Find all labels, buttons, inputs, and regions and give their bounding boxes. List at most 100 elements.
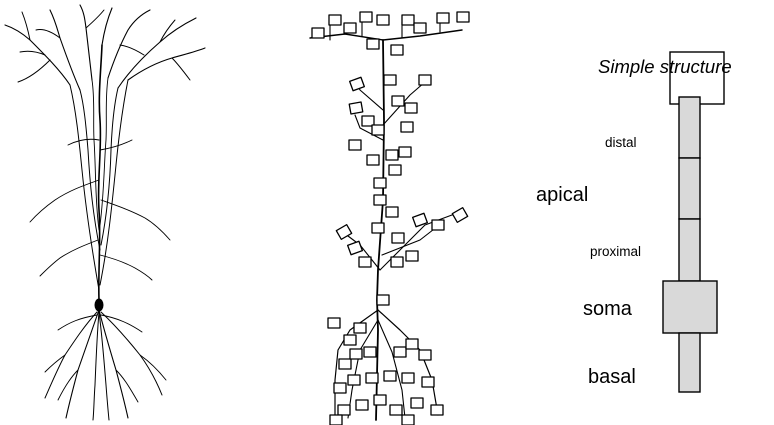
compartment-box (343, 334, 357, 346)
compartment-proximal (678, 218, 701, 282)
compartment-box (358, 256, 372, 268)
compartment-box (451, 207, 469, 223)
compartment-box (401, 372, 415, 384)
compartment-box (333, 382, 347, 394)
apical-branch (99, 77, 109, 226)
compartment-box (383, 74, 397, 86)
compartment-box (456, 11, 470, 23)
compartment-box (348, 101, 364, 115)
compartment-box (383, 370, 397, 382)
compartment-box (349, 348, 363, 360)
basal-dendrite (100, 311, 163, 396)
basal-dendrite (98, 309, 129, 419)
model-top-branch (309, 29, 463, 41)
oblique-branch (67, 138, 100, 146)
compartment-box (373, 177, 387, 189)
apical-branch (100, 87, 119, 246)
compartment-box (430, 404, 444, 416)
compartment-box (327, 317, 341, 329)
tuft-branch (107, 9, 151, 79)
model-mid-branch (379, 211, 461, 271)
tuft-branch (117, 17, 197, 89)
basal-dendrite (57, 314, 98, 331)
label-apical: apical (536, 184, 588, 206)
tuft-branch (35, 29, 61, 39)
compartment-box (385, 149, 399, 161)
compartment-box (347, 374, 361, 386)
basal-dendrite (98, 311, 110, 421)
compartment-box (418, 349, 432, 361)
compartment-box (398, 146, 412, 158)
compartment-basal (678, 332, 701, 393)
oblique-branch (39, 239, 99, 277)
compartment-box (436, 12, 450, 24)
model-mid-branch (381, 225, 439, 256)
compartment-box (401, 14, 415, 26)
compartment-box (349, 76, 365, 92)
simple-structure-schematic: Simple structure distal apical proximal … (536, 51, 732, 393)
compartment-box (359, 11, 373, 23)
simple-structure-title: Simple structure (598, 56, 732, 77)
basal-dendrite (57, 369, 79, 401)
compartment-box (405, 250, 419, 262)
compartment-box (421, 376, 435, 388)
compartmental-model-drawing (309, 11, 470, 425)
tuft-branch (21, 11, 31, 41)
compartment-box (311, 27, 325, 39)
compartment-box (363, 346, 377, 358)
model-oblique-branch (382, 81, 426, 126)
tuft-branch (4, 24, 71, 86)
apical-trunk (97, 44, 103, 301)
apical-branch (69, 84, 100, 291)
compartment-box (366, 38, 380, 50)
compartment-box (371, 222, 385, 234)
compartment-box (376, 294, 390, 306)
compartment-box (391, 232, 405, 244)
compartment-box (353, 322, 367, 334)
tuft-branch (119, 44, 145, 56)
model-trunk (375, 39, 385, 421)
compartment-box (388, 164, 402, 176)
compartment-box (371, 124, 385, 136)
oblique-branch (99, 139, 133, 151)
compartment-box (338, 358, 352, 370)
tuft-branch (85, 9, 105, 29)
compartment-box (348, 139, 362, 151)
simple-structure-tip-box (669, 51, 725, 105)
compartment-box (389, 404, 403, 416)
tuft-branch (159, 19, 176, 43)
basal-dendrite (92, 311, 100, 421)
compartment-box (347, 240, 363, 256)
basal-dendrite (115, 369, 139, 403)
model-basal-branch (377, 309, 439, 416)
compartment-soma (662, 280, 718, 334)
model-basal-branch (347, 319, 379, 419)
oblique-branch (99, 254, 153, 281)
compartment-box (343, 22, 357, 34)
compartment-box (401, 414, 415, 425)
apical-branch (79, 89, 101, 251)
model-basal-branch (377, 319, 406, 419)
compartment-box (385, 206, 399, 218)
compartment-box (393, 346, 407, 358)
compartment-box (390, 44, 404, 56)
compartment-box (376, 14, 390, 26)
oblique-branch (100, 199, 171, 241)
tuft-branch (17, 59, 51, 83)
label-basal: basal (588, 366, 636, 388)
model-oblique-branch (354, 114, 384, 141)
oblique-branch (29, 179, 100, 223)
compartment-box (335, 224, 353, 240)
compartment-box (391, 95, 405, 107)
label-proximal: proximal (590, 244, 641, 259)
compartment-box (412, 212, 428, 228)
compartment-box (413, 22, 427, 34)
compartment-box (373, 194, 387, 206)
compartment-box (366, 154, 380, 166)
basal-dendrite (44, 311, 98, 399)
compartment-box (400, 121, 414, 133)
soma-drawing (94, 298, 104, 312)
tuft-branch (101, 7, 113, 46)
compartment-box (431, 219, 445, 231)
